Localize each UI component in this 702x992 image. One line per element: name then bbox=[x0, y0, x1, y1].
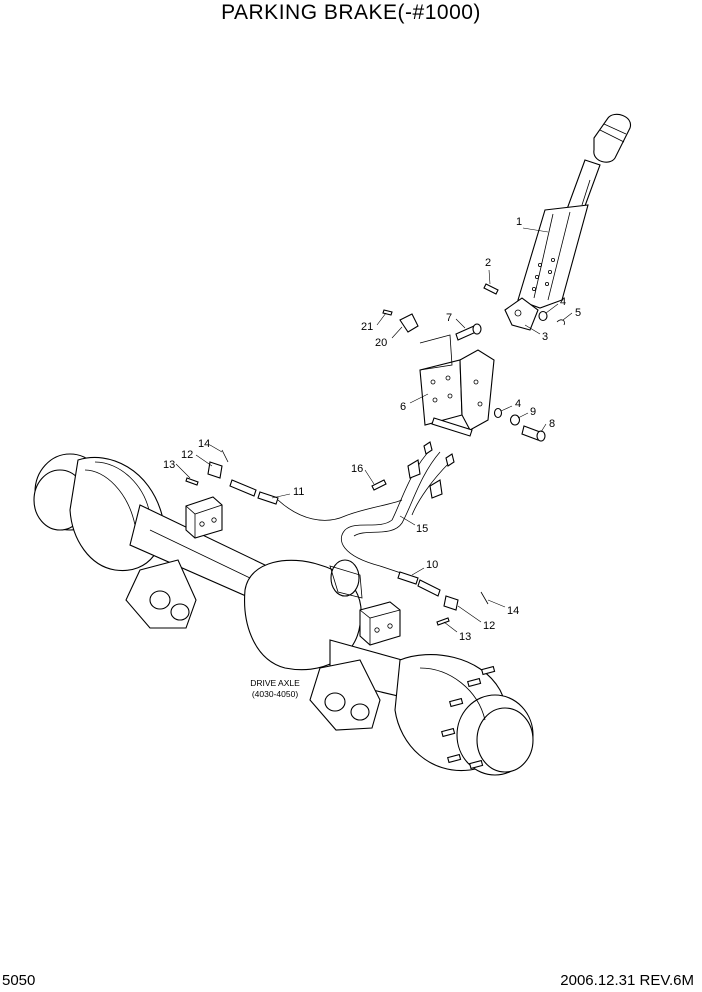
parking-brake-lever bbox=[504, 113, 631, 331]
callout-11: 11 bbox=[293, 486, 304, 498]
snap-pin bbox=[556, 319, 565, 326]
revision-date: 2006.12.31 REV.6M bbox=[560, 972, 694, 989]
callouts: 1 2 3 4 5 6 7 21 20 4 9 8 14 12 13 11 16… bbox=[163, 216, 581, 643]
pin bbox=[483, 283, 499, 295]
wheel-studs bbox=[441, 665, 496, 770]
page-title: PARKING BRAKE(-#1000) bbox=[221, 1, 481, 24]
bracket-outline bbox=[419, 334, 453, 371]
washer-4 bbox=[493, 407, 503, 419]
callout-21: 21 bbox=[361, 321, 373, 333]
callout-14a: 14 bbox=[198, 438, 210, 450]
callout-12a: 12 bbox=[181, 449, 193, 461]
callout-12b: 12 bbox=[483, 620, 495, 632]
callout-14b: 14 bbox=[507, 605, 519, 617]
callout-9: 9 bbox=[530, 406, 536, 418]
callout-4b: 4 bbox=[515, 398, 521, 410]
mounting-bracket bbox=[419, 349, 495, 437]
callout-16: 16 bbox=[351, 463, 363, 475]
callout-2: 2 bbox=[485, 257, 491, 269]
page-number: 5050 bbox=[2, 972, 36, 989]
callout-7: 7 bbox=[446, 312, 452, 324]
callout-13a: 13 bbox=[163, 459, 175, 471]
callout-3: 3 bbox=[542, 331, 548, 343]
axle-label-line2: (4030-4050) bbox=[252, 689, 298, 699]
drive-axle bbox=[33, 453, 534, 776]
nut-9 bbox=[509, 414, 521, 426]
washer bbox=[538, 310, 548, 322]
callout-1: 1 bbox=[516, 216, 522, 228]
callout-13b: 13 bbox=[459, 631, 471, 643]
lever-holes bbox=[532, 257, 556, 291]
bolt-8 bbox=[521, 425, 546, 442]
axle-label-line1: DRIVE AXLE bbox=[250, 678, 300, 688]
switch-bracket bbox=[382, 309, 419, 333]
leader-lines bbox=[175, 227, 573, 633]
callout-8: 8 bbox=[549, 418, 555, 430]
callout-6: 6 bbox=[400, 401, 406, 413]
callout-4a: 4 bbox=[560, 296, 566, 308]
callout-10: 10 bbox=[426, 559, 438, 571]
callout-5: 5 bbox=[575, 307, 581, 319]
callout-20: 20 bbox=[375, 337, 387, 349]
callout-15: 15 bbox=[416, 523, 428, 535]
bolt-7 bbox=[455, 323, 482, 341]
